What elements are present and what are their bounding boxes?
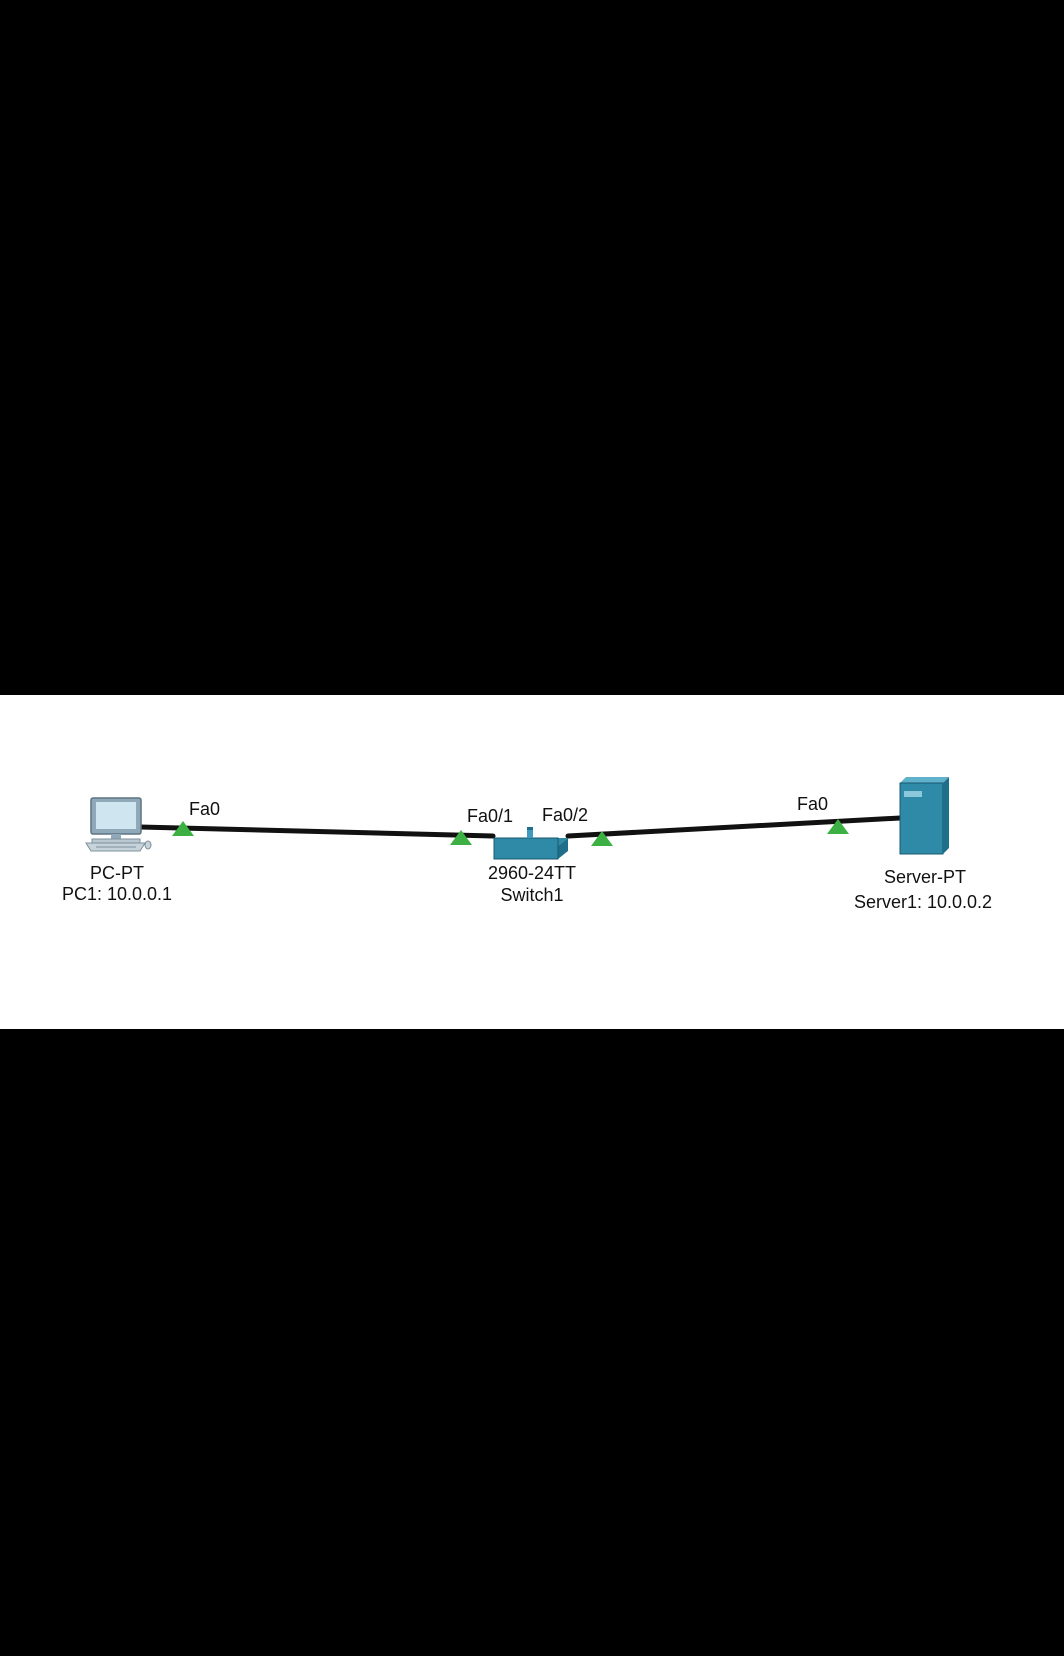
topology-svg — [85, 777, 949, 860]
device-model-pc: PC-PT — [90, 863, 144, 883]
link-up-indicator-server-fa0 — [827, 819, 849, 834]
device-name-switch: Switch1 — [500, 885, 564, 905]
device-name-server: Server1: 10.0.0.2 — [853, 892, 993, 912]
device-name-pc: PC1: 10.0.0.1 — [61, 884, 173, 904]
pc-icon[interactable] — [85, 797, 152, 852]
device-model-switch: 2960-24TT — [487, 863, 577, 883]
cable-pc-switch[interactable] — [137, 824, 496, 839]
cable-switch-server[interactable] — [565, 815, 903, 839]
link-up-indicator-switch-fa02 — [591, 831, 613, 846]
device-model-server: Server-PT — [883, 867, 967, 887]
port-label-server-fa0: Fa0 — [797, 794, 829, 814]
server-icon[interactable] — [899, 777, 949, 855]
port-label-switch-fa02: Fa0/2 — [542, 805, 589, 825]
link-up-indicator-switch-fa01 — [450, 830, 472, 845]
switch-icon[interactable] — [493, 827, 568, 860]
port-label-switch-fa01: Fa0/1 — [467, 806, 514, 826]
port-label-pc-fa0: Fa0 — [189, 799, 221, 819]
link-up-indicator-pc-fa0 — [172, 821, 194, 836]
topology-canvas: Fa0 Fa0/1 Fa0/2 Fa0 PC-PT PC1: 10.0.0.1 … — [0, 695, 1064, 1029]
